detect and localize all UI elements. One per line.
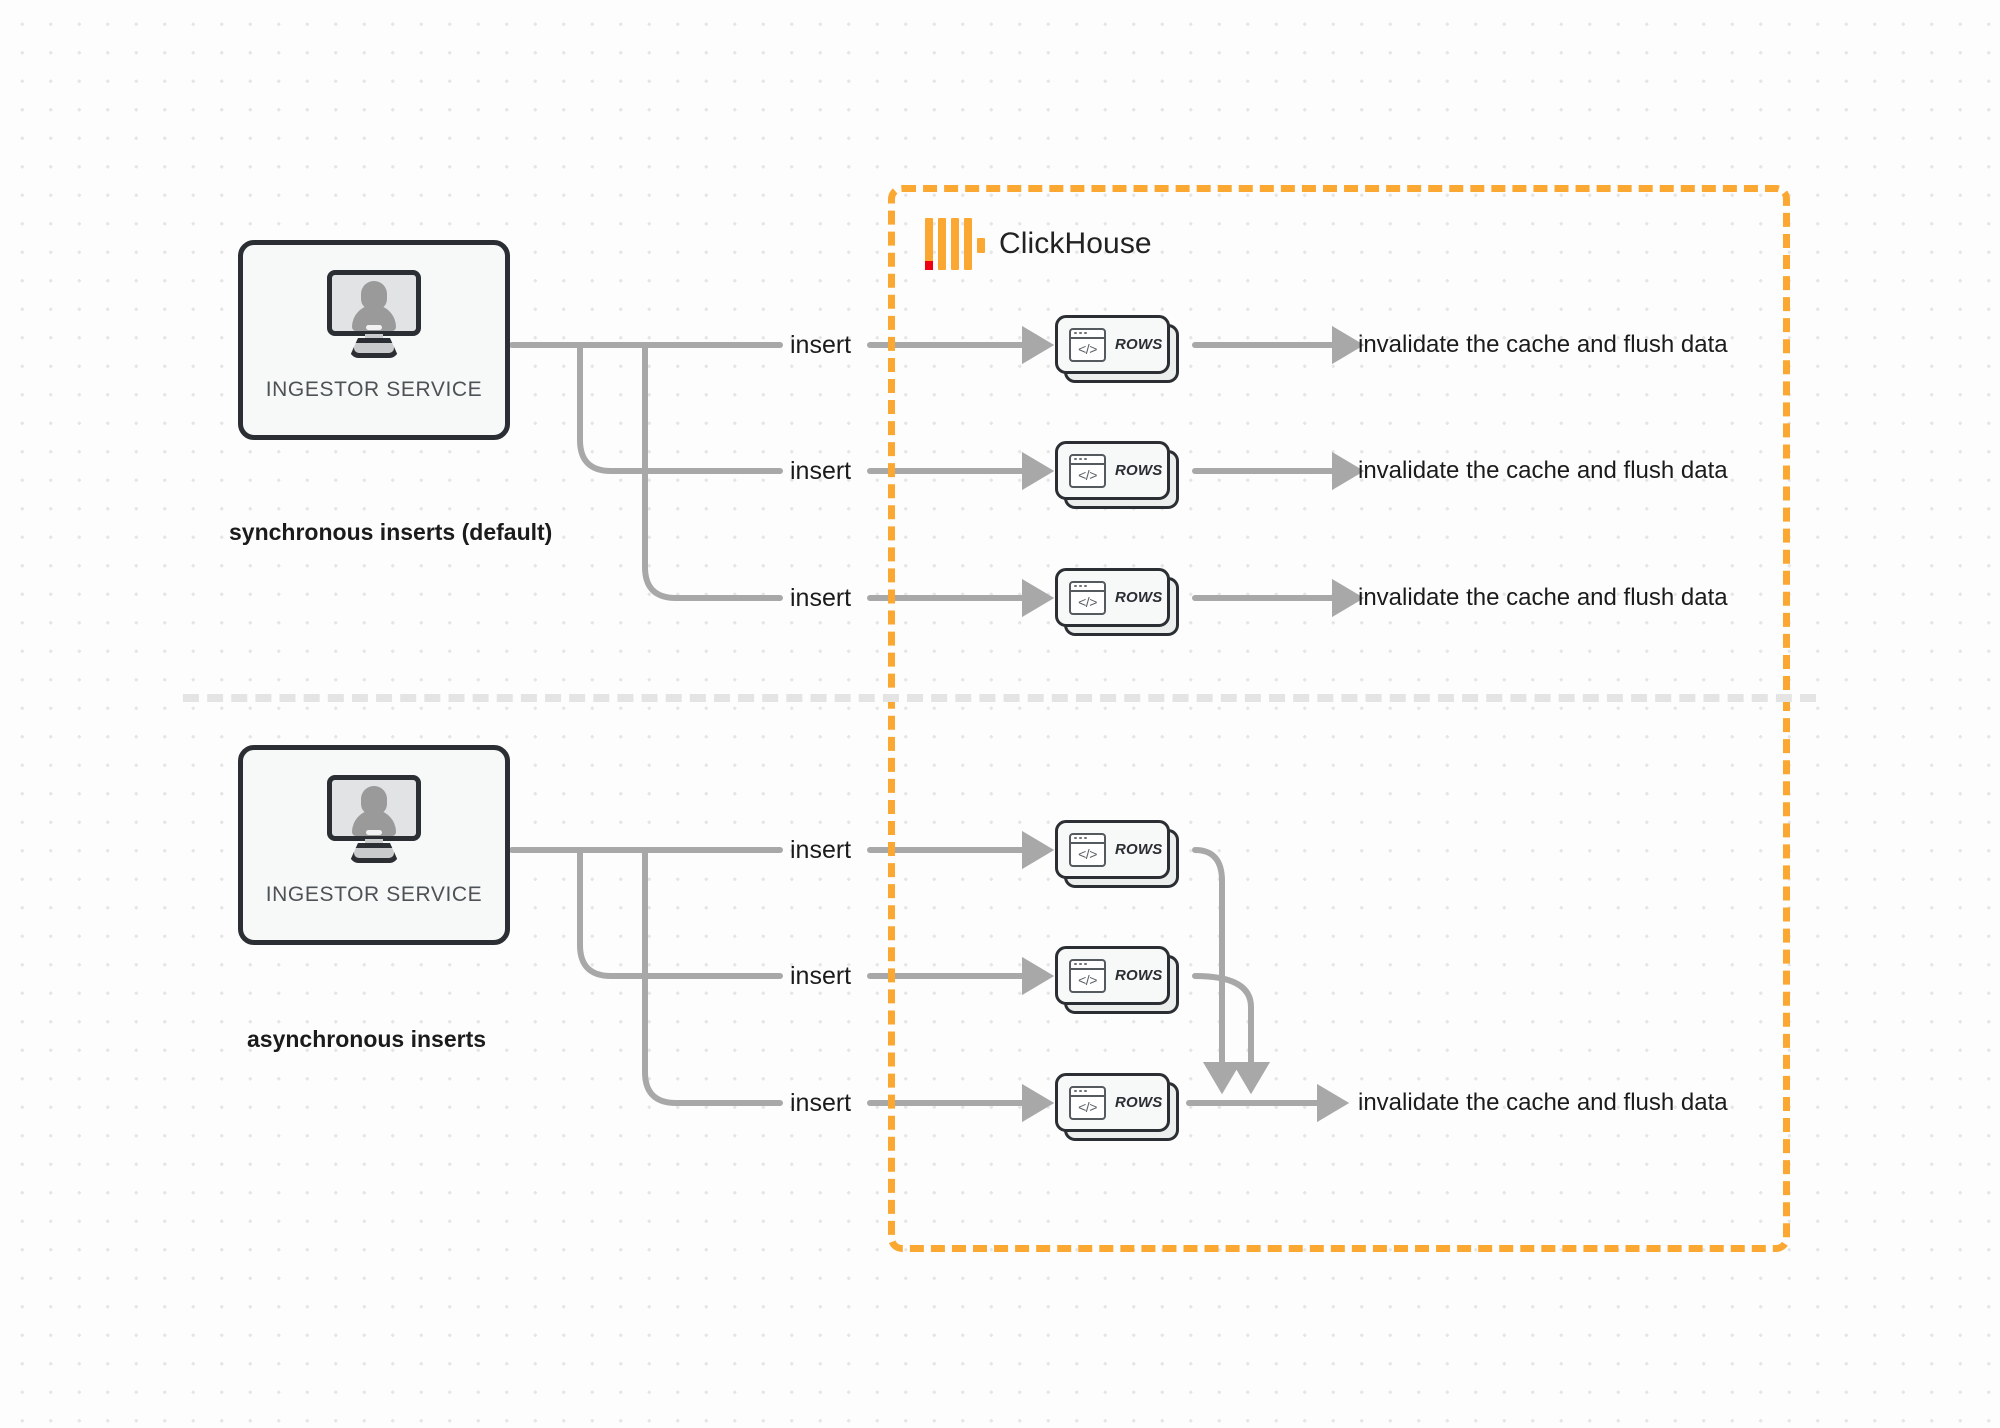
rows-card-front: </> ROWS xyxy=(1055,441,1170,500)
result-label-sync-3: invalidate the cache and flush data xyxy=(1358,584,1728,611)
insert-label-async-2: insert xyxy=(790,962,852,990)
rows-card-front: </> ROWS xyxy=(1055,315,1170,374)
section-caption-async: asynchronous inserts xyxy=(247,1026,487,1052)
rows-node-async-3[interactable]: </> ROWS xyxy=(1055,1073,1179,1141)
monitor-user-icon xyxy=(327,270,421,358)
ingestor-service-async[interactable]: INGESTOR SERVICE xyxy=(238,745,510,945)
code-window-icon: </> xyxy=(1069,832,1106,867)
insert-label-sync-1: insert xyxy=(790,331,852,359)
clickhouse-brand: ClickHouse xyxy=(925,218,1152,270)
rows-label: ROWS xyxy=(1115,1094,1163,1111)
clickhouse-name: ClickHouse xyxy=(999,227,1152,260)
code-window-icon: </> xyxy=(1069,958,1106,993)
rows-label: ROWS xyxy=(1115,462,1163,479)
rows-card-front: </> ROWS xyxy=(1055,946,1170,1005)
code-window-icon: </> xyxy=(1069,327,1106,362)
rows-node-sync-2[interactable]: </> ROWS xyxy=(1055,441,1179,509)
insert-label-async-1: insert xyxy=(790,836,852,864)
code-window-icon: </> xyxy=(1069,580,1106,615)
result-label-sync-1: invalidate the cache and flush data xyxy=(1358,331,1728,358)
result-label-async-merged: invalidate the cache and flush data xyxy=(1358,1089,1728,1116)
code-glyph: </> xyxy=(1078,467,1097,483)
clickhouse-boundary xyxy=(888,185,1790,1252)
rows-label: ROWS xyxy=(1115,589,1163,606)
code-glyph: </> xyxy=(1078,1099,1097,1115)
insert-label-sync-2: insert xyxy=(790,457,852,485)
rows-node-async-2[interactable]: </> ROWS xyxy=(1055,946,1179,1014)
rows-node-sync-3[interactable]: </> ROWS xyxy=(1055,568,1179,636)
rows-card-front: </> ROWS xyxy=(1055,820,1170,879)
code-glyph: </> xyxy=(1078,594,1097,610)
ingestor-service-sync[interactable]: INGESTOR SERVICE xyxy=(238,240,510,440)
insert-label-async-3: insert xyxy=(790,1089,852,1117)
rows-label: ROWS xyxy=(1115,967,1163,984)
result-label-sync-2: invalidate the cache and flush data xyxy=(1358,457,1728,484)
rows-card-front: </> ROWS xyxy=(1055,1073,1170,1132)
section-divider xyxy=(183,694,1816,702)
code-window-icon: </> xyxy=(1069,1085,1106,1120)
clickhouse-logo-icon xyxy=(925,218,985,270)
section-caption-sync: synchronous inserts (default) xyxy=(229,519,553,545)
rows-card-front: </> ROWS xyxy=(1055,568,1170,627)
code-glyph: </> xyxy=(1078,846,1097,862)
rows-label: ROWS xyxy=(1115,841,1163,858)
ingestor-service-label: INGESTOR SERVICE xyxy=(265,883,483,906)
rows-label: ROWS xyxy=(1115,336,1163,353)
monitor-user-icon xyxy=(327,775,421,863)
rows-node-sync-1[interactable]: </> ROWS xyxy=(1055,315,1179,383)
code-glyph: </> xyxy=(1078,972,1097,988)
insert-label-sync-3: insert xyxy=(790,584,852,612)
rows-node-async-1[interactable]: </> ROWS xyxy=(1055,820,1179,888)
code-window-icon: </> xyxy=(1069,453,1106,488)
ingestor-service-label: INGESTOR SERVICE xyxy=(265,378,483,401)
code-glyph: </> xyxy=(1078,341,1097,357)
